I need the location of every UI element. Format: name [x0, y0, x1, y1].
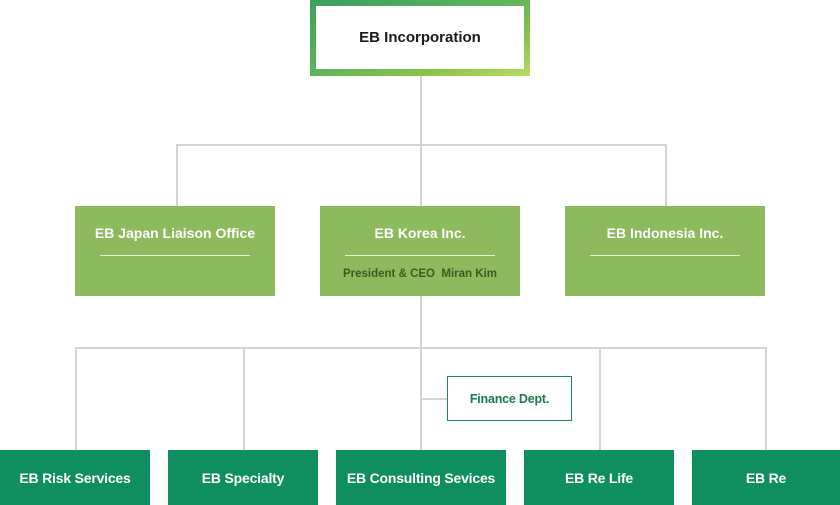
node-indonesia-divider [590, 255, 740, 256]
node-indonesia-label: EB Indonesia Inc. [606, 225, 724, 241]
connector-japan-down [176, 144, 178, 206]
node-japan-liaison-office: EB Japan Liaison Office [75, 206, 275, 296]
node-specialty: EB Specialty [168, 450, 318, 505]
connector-finance [421, 398, 447, 400]
node-korea-label: EB Korea Inc. [374, 225, 466, 241]
connector-risk-down [75, 347, 77, 450]
node-indonesia-inc: EB Indonesia Inc. [565, 206, 765, 296]
connector-specialty-down [243, 347, 245, 450]
node-korea-ceo: President & CEO Miran Kim [342, 268, 497, 280]
node-japan-label: EB Japan Liaison Office [94, 225, 256, 241]
node-consulting-services: EB Consulting Sevices [336, 450, 506, 505]
connector-relife-down [599, 347, 601, 450]
connector-level3-horizontal [75, 347, 767, 349]
connector-re-down [765, 347, 767, 450]
connector-level2-horizontal [176, 144, 667, 146]
node-re: EB Re [692, 450, 840, 505]
node-japan-divider [100, 255, 250, 256]
node-risk-services: EB Risk Services [0, 450, 150, 505]
node-korea-divider [345, 255, 495, 256]
connector-korea-down [420, 296, 422, 450]
connector-root-down [420, 76, 422, 206]
connector-indonesia-down [665, 144, 667, 206]
node-re-life: EB Re Life [524, 450, 674, 505]
node-root-label: EB Incorporation [316, 6, 524, 69]
node-korea-inc: EB Korea Inc. President & CEO Miran Kim [320, 206, 520, 296]
node-finance-dept: Finance Dept. [447, 376, 572, 421]
node-root: EB Incorporation [310, 0, 530, 76]
